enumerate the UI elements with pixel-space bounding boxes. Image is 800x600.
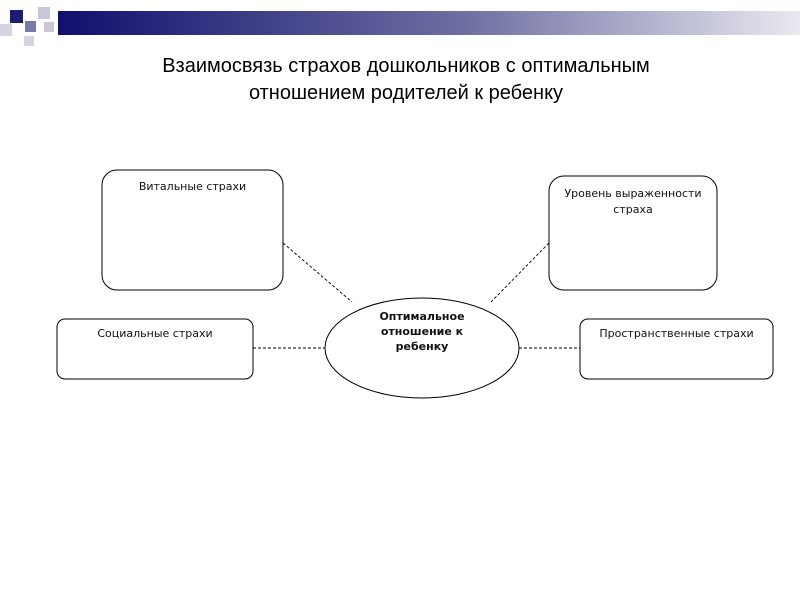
box-spatial-fears-label: Пространственные страхи <box>599 327 754 340</box>
center-line-3: ребенку <box>395 340 449 353</box>
center-line-1: Оптимальное <box>379 310 465 323</box>
box-vital-fears-label: Витальные страхи <box>138 180 247 193</box>
center-ellipse <box>324 297 520 399</box>
header-square-light-3 <box>24 36 34 46</box>
center-line-2: отношение к <box>380 325 464 338</box>
box-fear-level-label: Уровень выраженности страха <box>549 186 717 218</box>
box-fear-level-line-1: Уровень выраженности <box>564 187 702 200</box>
box-spatial-fears <box>579 318 774 380</box>
box-fear-level <box>548 175 718 291</box>
box-social-fears <box>56 318 254 380</box>
box-vital-fears <box>101 169 284 291</box>
header-square-light-1 <box>0 24 12 36</box>
header-square-light-4 <box>44 22 54 32</box>
box-fear-level-line-2: страха <box>613 203 653 216</box>
slide-title-line-2: отношением родителей к ребенку <box>248 82 564 104</box>
header-square-light-2 <box>38 7 50 19</box>
header-bar <box>58 11 800 35</box>
header-square-mid <box>25 21 36 32</box>
slide-title-line-1: Взаимосвязь страхов дошкольников с оптим… <box>162 55 650 77</box>
box-social-fears-label: Социальные страхи <box>97 327 213 340</box>
connector-level <box>490 242 550 303</box>
header-square-dark <box>10 10 23 23</box>
center-ellipse-label: Оптимальное отношение к ребенку <box>352 309 492 354</box>
connector-vital <box>282 242 353 303</box>
slide-title: Взаимосвязь страхов дошкольников с оптим… <box>100 53 712 107</box>
